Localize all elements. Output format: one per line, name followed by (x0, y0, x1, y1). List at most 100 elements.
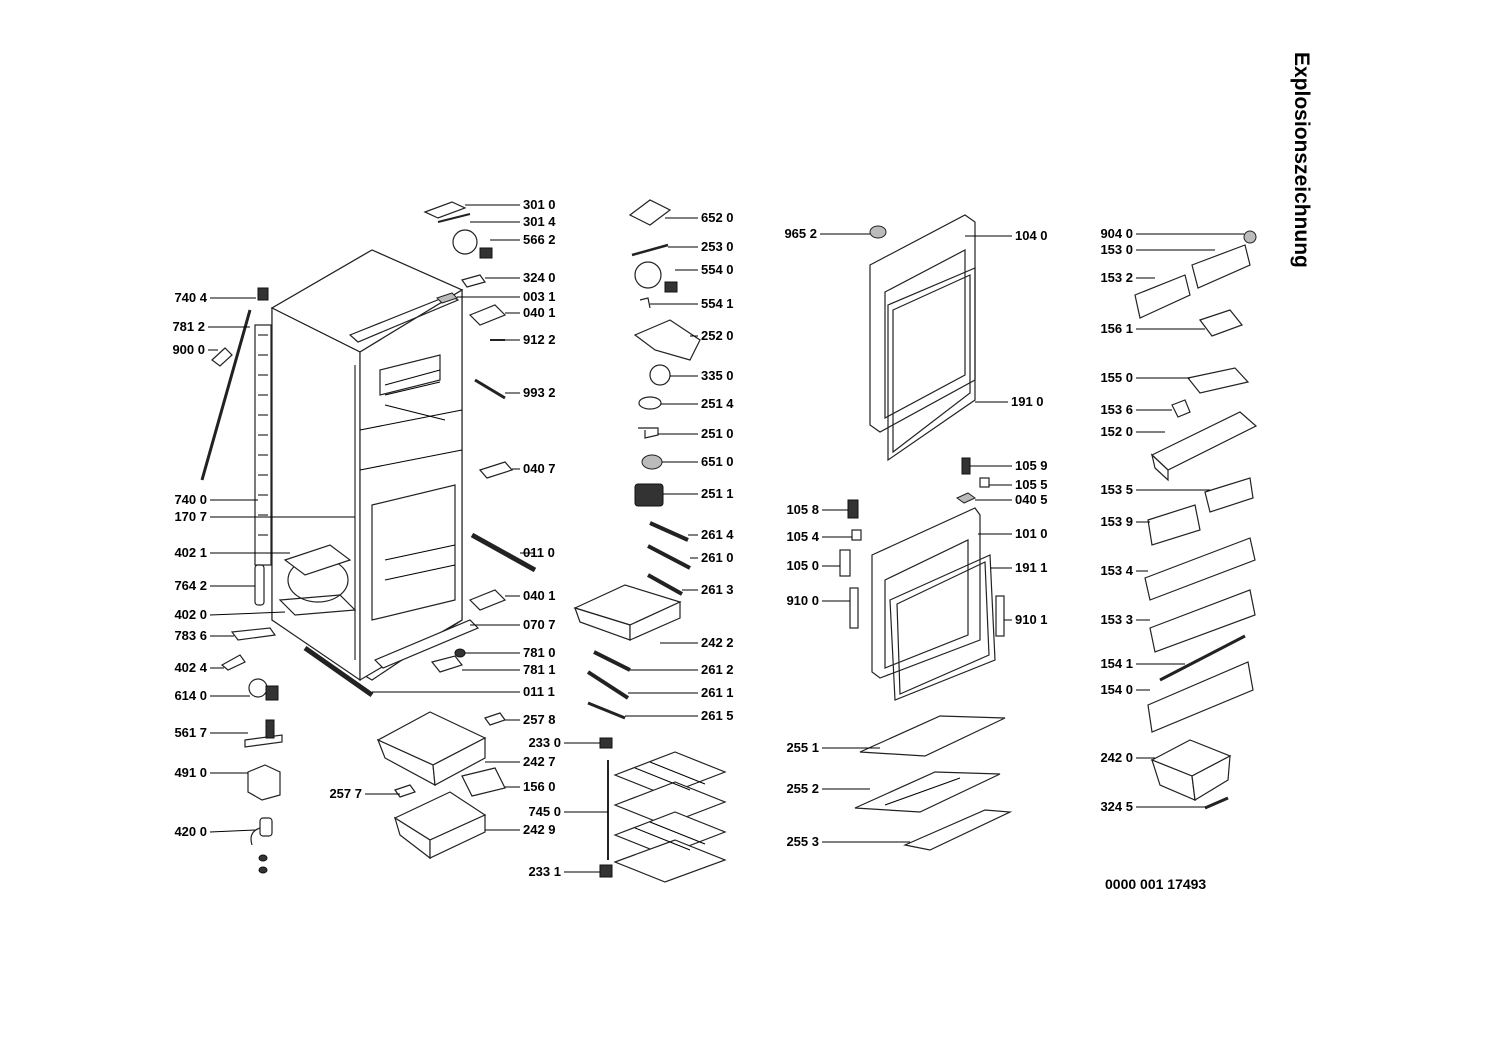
ring-251-4 (638, 396, 662, 410)
door-101-0 (871, 507, 981, 679)
part-label: 242 2 (701, 635, 734, 650)
part-105-4 (851, 529, 862, 541)
rail-011-0 (470, 532, 537, 573)
part-233-0 (599, 737, 613, 749)
wire-shelves-745-0 (607, 751, 727, 883)
cover-491-0 (247, 764, 281, 801)
part-label: 324 5 (1100, 799, 1133, 814)
part-label: 491 0 (174, 765, 207, 780)
part-label: 781 1 (523, 662, 556, 677)
hinge-040-1-b (468, 589, 507, 611)
part-993-2 (474, 378, 506, 400)
cap-965-2 (869, 225, 887, 239)
part-label: 252 0 (701, 328, 734, 343)
gasket-191-0 (887, 267, 976, 462)
part-label: 566 2 (523, 232, 556, 247)
part-257-8 (484, 712, 506, 726)
part-label: 554 0 (701, 262, 734, 277)
part-label: 740 0 (174, 492, 207, 507)
lid-156-1 (1199, 309, 1243, 337)
part-label: 651 0 (701, 454, 734, 469)
part-label: 104 0 (1015, 228, 1048, 243)
strip-301-4 (437, 213, 471, 223)
part-label: 105 9 (1015, 458, 1048, 473)
part-label: 153 4 (1100, 563, 1133, 578)
part-label: 261 5 (701, 708, 734, 723)
part-label: 070 7 (523, 617, 556, 632)
document-number: 0000 001 17493 (1105, 876, 1206, 892)
part-261-2 (593, 650, 631, 672)
relay-connector (265, 685, 279, 701)
bin-153-9 (1147, 504, 1201, 546)
part-label: 105 4 (786, 529, 819, 544)
part-label: 156 0 (523, 779, 556, 794)
part-261-5 (587, 701, 626, 720)
part-324-5 (1204, 796, 1229, 810)
part-label: 170 7 (174, 509, 207, 524)
part-label: 040 1 (523, 305, 556, 320)
part-label: 910 0 (786, 593, 819, 608)
part-label: 900 0 (172, 342, 205, 357)
part-label: 255 3 (786, 834, 819, 849)
part-label: 040 5 (1015, 492, 1048, 507)
part-label: 153 3 (1100, 612, 1133, 627)
knob-335-0 (649, 364, 671, 386)
part-label: 242 9 (523, 822, 556, 837)
part-label: 191 1 (1015, 560, 1048, 575)
part-label: 154 0 (1100, 682, 1133, 697)
part-257-7 (394, 784, 416, 798)
part-label: 402 0 (174, 607, 207, 622)
bracket-402-4 (220, 654, 246, 671)
drawer-242-9 (393, 791, 487, 860)
part-label: 153 9 (1100, 514, 1133, 529)
part-label: 402 1 (174, 545, 207, 560)
part-904-0 (1243, 230, 1257, 244)
relay-part (248, 678, 268, 698)
part-label: 764 2 (174, 578, 207, 593)
part-label: 156 1 (1100, 321, 1133, 336)
part-label: 783 6 (174, 628, 207, 643)
leader-lines (208, 204, 1244, 873)
part-label: 153 2 (1100, 270, 1133, 285)
bin-152-0 (1150, 411, 1258, 482)
part-label: 965 2 (784, 226, 817, 241)
part-label: 261 3 (701, 582, 734, 597)
part-label: 040 7 (523, 461, 556, 476)
part-105-5 (979, 477, 990, 488)
part-324-0 (461, 274, 486, 288)
part-label: 652 0 (701, 210, 734, 225)
part-label: 153 6 (1100, 402, 1133, 417)
part-040-5 (956, 492, 976, 504)
part-label: 420 0 (174, 824, 207, 839)
rail-154-1 (1159, 634, 1246, 682)
bin-153-4 (1144, 537, 1256, 601)
part-label: 402 4 (174, 660, 207, 675)
compressor (278, 544, 357, 616)
part-labels: 740 4 781 2 900 0 740 0 170 7 402 1 764 … (172, 197, 1133, 879)
part-label: 301 0 (523, 197, 556, 212)
part-105-0 (839, 549, 851, 577)
drawer-242-2 (573, 584, 682, 641)
part-label: 261 1 (701, 685, 734, 700)
part-label: 257 8 (523, 712, 556, 727)
part-261-4 (649, 521, 689, 542)
part-label: 105 5 (1015, 477, 1048, 492)
cap-part (257, 287, 269, 301)
part-label: 003 1 (523, 289, 556, 304)
hinge-301-0 (423, 201, 467, 219)
part-label: 261 4 (701, 527, 734, 542)
part-label: 152 0 (1100, 424, 1133, 439)
part-261-0 (647, 544, 691, 570)
part-label: 261 0 (701, 550, 734, 565)
part-153-6 (1171, 399, 1191, 418)
housing-554-0 (664, 281, 678, 293)
ring-566-2 (452, 229, 478, 255)
capacitor (254, 564, 265, 606)
part-label: 191 0 (1011, 394, 1044, 409)
glass-shelf-255-3 (903, 809, 1013, 851)
part-label: 153 5 (1100, 482, 1133, 497)
part-label: 614 0 (174, 688, 207, 703)
part-label: 011 1 (523, 684, 555, 699)
clip-part (211, 347, 233, 367)
